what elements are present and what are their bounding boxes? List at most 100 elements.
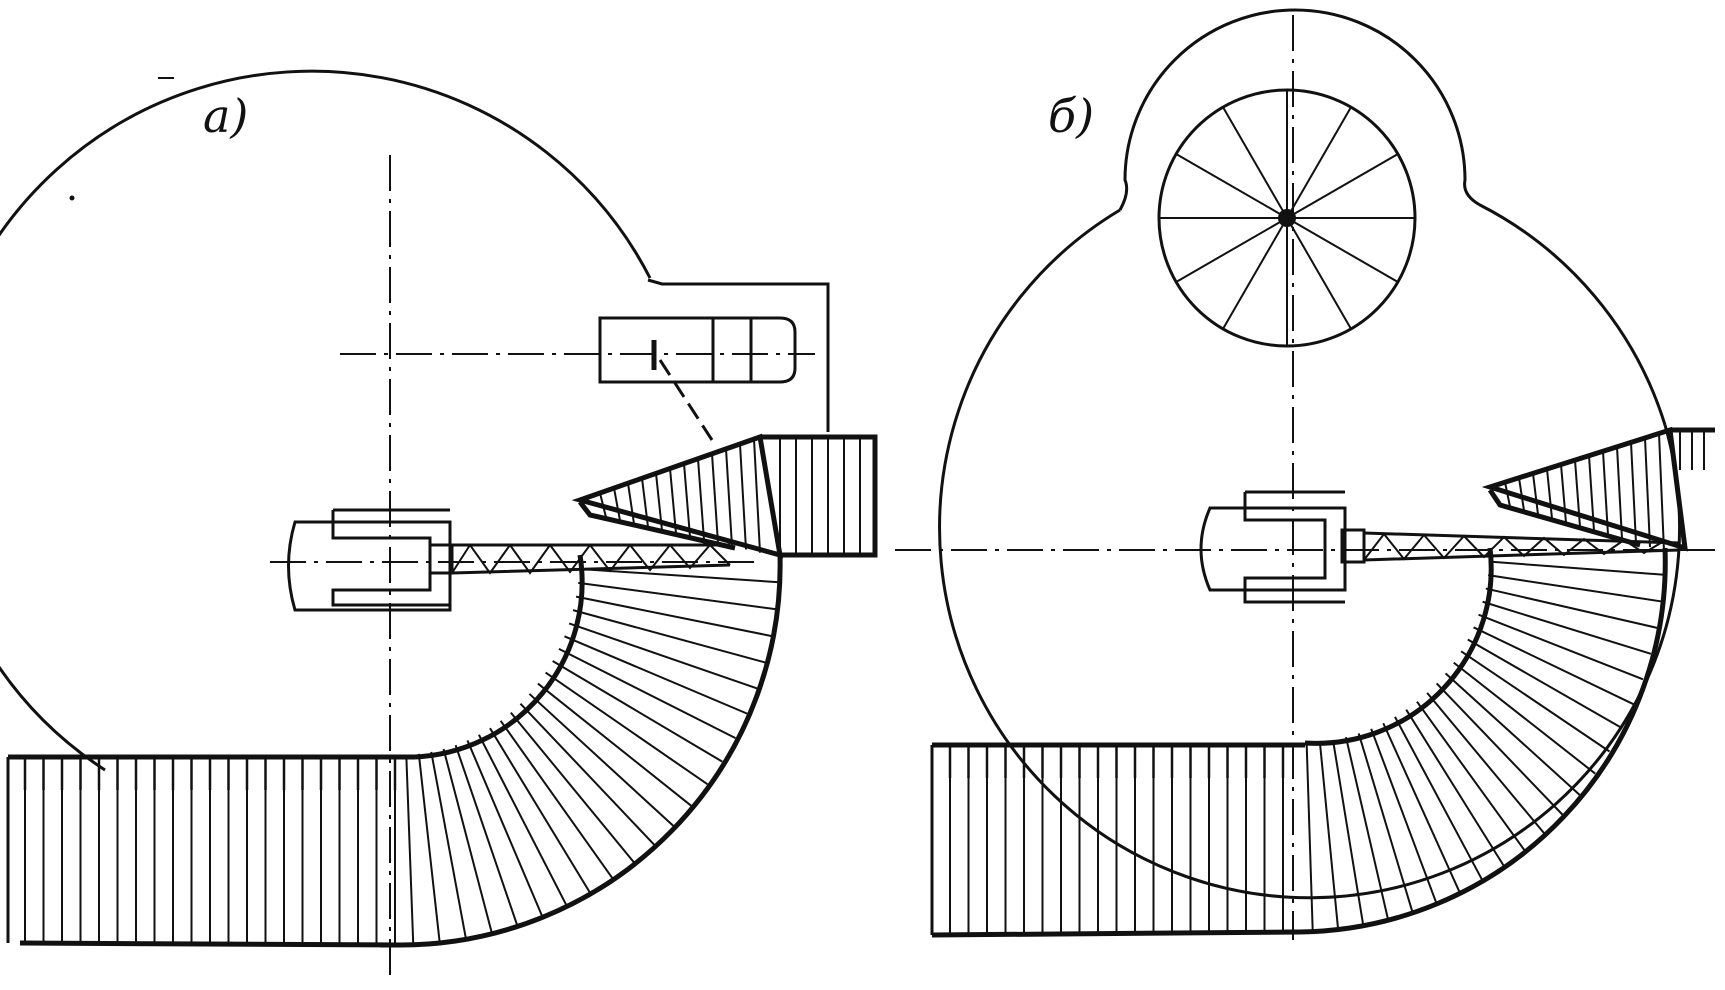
panel-a-ring-hatch bbox=[558, 648, 736, 739]
panel-a-cab-link bbox=[658, 359, 714, 441]
panel-a-ring-hatch bbox=[489, 727, 591, 894]
panel-a-ring-hatch bbox=[578, 581, 777, 611]
panel-b-wedge-hatch bbox=[1616, 446, 1623, 539]
panel-a-wedge-hatch bbox=[599, 492, 607, 518]
panel-b-wedge-hatch bbox=[1574, 460, 1581, 527]
panel-b-wheel-spoke bbox=[1286, 106, 1352, 219]
panel-b-ring-hatch bbox=[1394, 716, 1484, 882]
panel-b-wheel-spoke bbox=[1286, 217, 1352, 330]
panel-a-machine-inner bbox=[331, 508, 450, 607]
panel-a-ring-hatch bbox=[454, 744, 519, 927]
panel-b-wheel-spoke bbox=[1175, 153, 1288, 219]
panel-b-wheel-spoke bbox=[1286, 153, 1399, 219]
panel-a-upper-fan bbox=[571, 433, 878, 559]
panel-b bbox=[895, 8, 1720, 940]
panel-b-ring-hatch bbox=[1478, 613, 1644, 681]
panel-b-straight-strip bbox=[930, 742, 1305, 938]
panel-b-ring-hatch bbox=[1357, 733, 1414, 914]
panel-a-speck bbox=[69, 195, 75, 201]
panel-b-wedge-hatch bbox=[1504, 482, 1511, 507]
panel-b-wheel-spoke bbox=[1286, 217, 1399, 283]
panel-b-ring-hatch bbox=[1488, 574, 1662, 603]
panel-a-ring-hatch bbox=[466, 740, 544, 917]
panel-a-wedge-hatch bbox=[697, 458, 705, 540]
panel-b-wheel-spoke bbox=[1222, 106, 1288, 219]
panel-b-ring-hatch bbox=[1344, 736, 1390, 921]
panel-b-ring-hatch bbox=[1405, 709, 1505, 867]
panel-a-wedge-hatch bbox=[725, 448, 733, 547]
panel-b-ring-hatch bbox=[1305, 742, 1314, 932]
panel-b-ring-hatch bbox=[1332, 739, 1365, 927]
panel-a-ring-hatch bbox=[564, 635, 748, 715]
panel-a-wedge-hatch bbox=[711, 453, 719, 544]
panel-a-ring-hatch bbox=[430, 751, 467, 940]
panel-b-ring-hatch bbox=[1460, 650, 1611, 753]
panel-a-ring-hatch bbox=[572, 609, 766, 664]
panel-b-ring-hatch bbox=[1485, 587, 1658, 629]
panel-a-wedge-hatch bbox=[613, 487, 621, 521]
panel-a-wedge-hatch bbox=[669, 468, 677, 534]
panel-b-machine-inner bbox=[1243, 490, 1345, 604]
panel-a-cab bbox=[598, 316, 797, 441]
panel-a-wedge-hatch bbox=[739, 443, 747, 550]
panel-a-ring-hatch bbox=[417, 753, 441, 943]
panel-b-machine-body bbox=[1199, 506, 1347, 592]
panel-b-boom-root bbox=[1340, 528, 1366, 564]
panel-a-ring-hatch bbox=[552, 660, 723, 763]
panel-a-ring-hatch bbox=[478, 734, 568, 906]
panel-b-label: б) bbox=[1048, 89, 1095, 143]
panel-a-wedge-hatch bbox=[641, 478, 649, 528]
panel-a bbox=[0, 69, 878, 975]
panel-b-lower-ring bbox=[1285, 547, 1668, 935]
panel-a-boom-root bbox=[428, 543, 454, 575]
panel-a-ring-hatch bbox=[575, 595, 772, 638]
panel-b-wedge-hatch bbox=[1546, 468, 1553, 519]
panel-b-ring-hatch bbox=[1482, 600, 1652, 655]
panel-a-ring-hatch bbox=[442, 748, 493, 934]
panel-b-ring-hatch bbox=[1426, 692, 1546, 835]
panel-b-ring-hatch bbox=[1489, 560, 1665, 576]
panel-a-straight-strip bbox=[6, 754, 415, 948]
panel-b-truss-boom bbox=[1363, 531, 1681, 562]
panel-a-ring-hatch bbox=[528, 693, 675, 827]
panel-a-machine-body bbox=[287, 520, 452, 612]
panel-b-wedge-hatch bbox=[1644, 437, 1651, 548]
panel-b-upper-fan bbox=[1481, 426, 1715, 552]
panel-b-ring-hatch bbox=[1370, 728, 1438, 905]
panel-a-ring-hatch bbox=[499, 720, 614, 879]
panel-b-wheel-spoke bbox=[1222, 217, 1288, 330]
panel-b-ring-hatch bbox=[1453, 661, 1596, 775]
panel-a-lower-ring bbox=[380, 554, 783, 948]
panel-b-top-bump bbox=[1118, 8, 1667, 426]
panel-b-wedge-hatch bbox=[1532, 473, 1539, 515]
panel-a-wedge-hatch bbox=[627, 483, 635, 524]
panel-a-wedge-hatch bbox=[753, 439, 761, 553]
panel-a-label: a) bbox=[203, 89, 249, 143]
panel-a-ring-hatch bbox=[579, 567, 780, 584]
panel-b-wedge-hatch bbox=[1518, 477, 1525, 511]
panel-a-ring-hatch bbox=[519, 702, 655, 846]
panel-a-outer-contour bbox=[0, 69, 652, 772]
panel-a-ring-hatch bbox=[545, 671, 708, 786]
panel-a-ring-hatch bbox=[568, 622, 758, 690]
panel-b-ring-hatch bbox=[1382, 722, 1461, 894]
panel-b-ring-hatch bbox=[1318, 741, 1340, 930]
panel-b-ring-hatch bbox=[1444, 672, 1581, 796]
panel-b-wedge-hatch bbox=[1560, 464, 1567, 523]
panel-b-wedge-hatch bbox=[1658, 433, 1665, 552]
panel-b-wheel-spoke bbox=[1175, 217, 1288, 283]
panel-a-wedge-hatch bbox=[655, 473, 663, 531]
panel-b-ring-hatch bbox=[1473, 626, 1634, 706]
panel-b-ring-hatch bbox=[1416, 701, 1526, 852]
panel-b-wedge-hatch bbox=[1602, 451, 1609, 535]
panel-a-wedge-hatch bbox=[683, 463, 691, 537]
panel-b-wedge-hatch bbox=[1588, 455, 1595, 531]
panel-a-ring-hatch bbox=[537, 682, 692, 807]
panel-b-ring-hatch bbox=[1435, 682, 1564, 816]
panel-b-wedge-hatch bbox=[1630, 442, 1637, 544]
panel-a-ring-hatch bbox=[510, 711, 635, 863]
panel-b-bucket-wheel bbox=[1157, 88, 1417, 348]
panel-a-housing-notch bbox=[647, 278, 830, 432]
panel-a-ring-hatch bbox=[405, 754, 415, 945]
